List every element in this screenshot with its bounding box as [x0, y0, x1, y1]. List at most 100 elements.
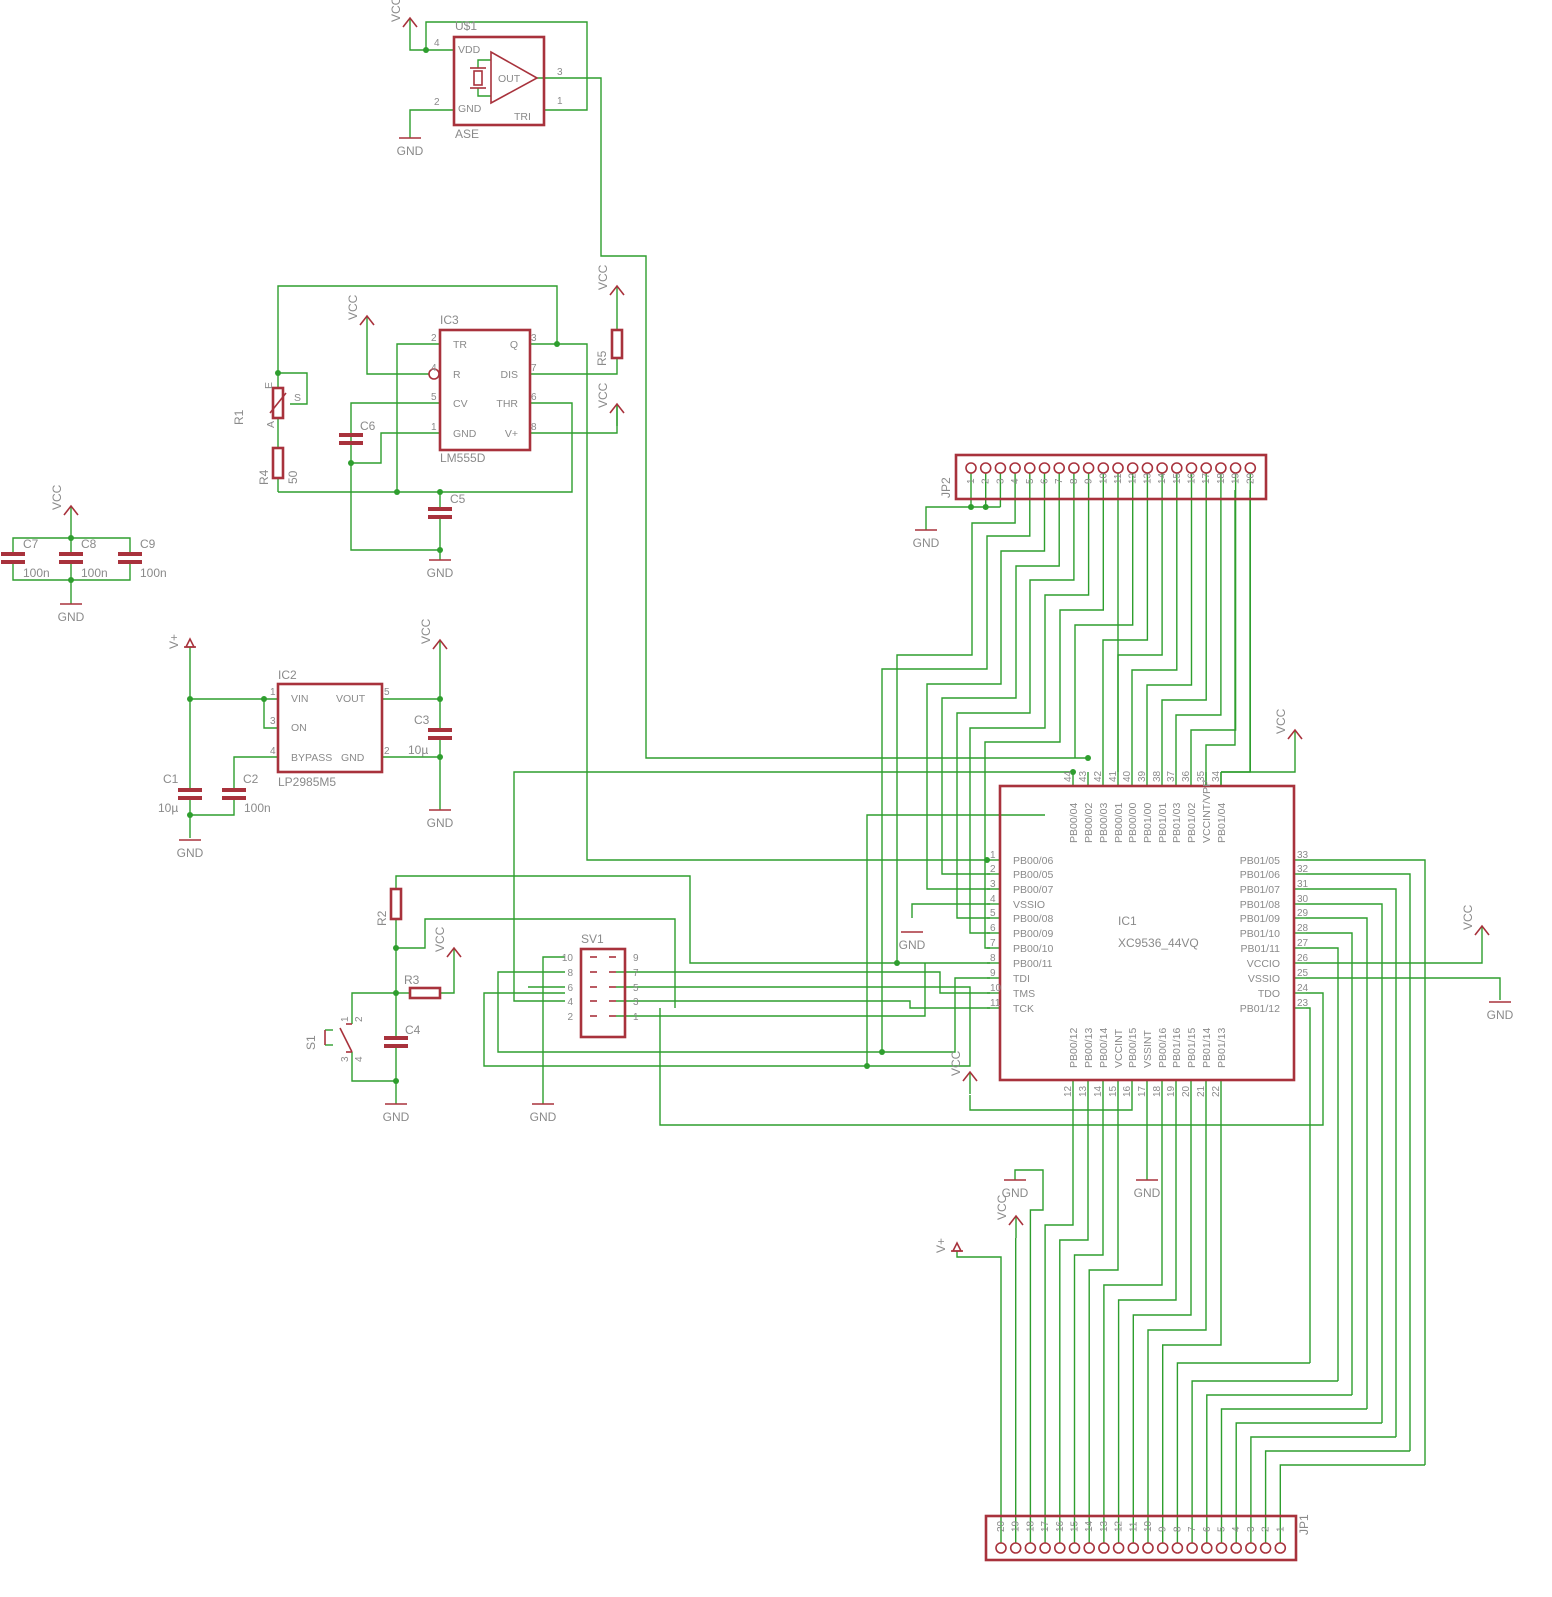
- pin-num: 23: [1297, 998, 1309, 1009]
- pin-num: 37: [1166, 770, 1177, 782]
- regulator-body: [276, 682, 384, 774]
- jp1-pin-num: 10: [1143, 1520, 1154, 1532]
- pot-a: A: [265, 421, 277, 428]
- cpld-pin-12: PB00/12: [1068, 1028, 1080, 1068]
- cpld-pin-8: PB00/11: [1013, 958, 1053, 970]
- jtag-name: SV1: [581, 932, 604, 946]
- wire: [1132, 1094, 1192, 1543]
- jp1-pin-num: 18: [1025, 1520, 1036, 1532]
- jp2-pin-num: 15: [1172, 472, 1183, 484]
- timer-pin-cv: CV: [453, 398, 468, 410]
- cpld-pin-25: VSSIO: [1248, 973, 1280, 985]
- cpld-pin-29: PB01/09: [1240, 913, 1280, 925]
- header-pin: [1053, 462, 1065, 474]
- pin-num: 26: [1297, 953, 1309, 964]
- pin-num: 13: [1078, 1085, 1089, 1097]
- header-jp1-body: [984, 1514, 1298, 1562]
- s1-name: S1: [304, 1035, 318, 1050]
- oscillator-value: ASE: [455, 127, 479, 141]
- wire: [1306, 903, 1383, 1423]
- vplus-label: V+: [167, 634, 181, 649]
- gnd-label: GND: [1002, 1186, 1029, 1200]
- pin-num: 17: [1137, 1085, 1148, 1097]
- pin-num: 10: [990, 983, 1002, 994]
- cpld-pin-28: PB01/10: [1240, 928, 1280, 940]
- reg-pin-on: ON: [291, 722, 307, 734]
- header-pin: [1171, 1542, 1184, 1554]
- pin-num: 24: [1297, 983, 1309, 994]
- wire: [956, 1251, 1002, 1543]
- capacitor-plate: [118, 552, 142, 556]
- jp2-pin-num: 9: [1084, 478, 1095, 484]
- capacitor-plate: [59, 552, 83, 556]
- capacitor-plate: [1, 560, 25, 564]
- wire: [1176, 1362, 1310, 1543]
- pin-num: 36: [1181, 770, 1192, 782]
- wire: [1073, 1094, 1104, 1543]
- vcc-label: VCC: [389, 0, 403, 22]
- cpld-pin-19: PB01/16: [1171, 1028, 1183, 1068]
- jp2-pin-num: 8: [1069, 478, 1080, 484]
- jp2-pin-num: 2: [981, 478, 992, 484]
- header-pin: [1112, 462, 1124, 474]
- capacitor-plate: [222, 788, 246, 792]
- pin-num: 2: [431, 333, 437, 344]
- parts: [1, 16, 1511, 1562]
- reset-inversion-bubble: [428, 368, 440, 380]
- vcc-label: VCC: [433, 926, 447, 952]
- pin-num: 3: [990, 879, 996, 890]
- wire: [926, 473, 1046, 890]
- jtag-pin-num: 6: [567, 983, 573, 994]
- s1-pin: 1: [340, 1016, 351, 1022]
- wire: [483, 986, 971, 1067]
- header-pin: [1024, 1542, 1037, 1554]
- wire: [616, 1000, 990, 1009]
- jp1-pin-num: 8: [1172, 1526, 1183, 1532]
- jtag-pin-num: 1: [633, 1012, 639, 1023]
- wire: [530, 343, 990, 861]
- header-pin: [1201, 1542, 1213, 1554]
- cpld-pin-2: PB00/05: [1013, 869, 1053, 881]
- capacitor-plate: [428, 507, 452, 511]
- wire: [925, 506, 1001, 530]
- wire: [233, 756, 278, 790]
- capacitor-plate: [178, 788, 202, 792]
- reg-pin-vin: VIN: [291, 693, 309, 705]
- junction-dot: [68, 577, 74, 583]
- timer-555-body: [438, 328, 532, 452]
- jp1-name: JP1: [1297, 1514, 1311, 1535]
- gnd-label: GND: [383, 1110, 410, 1124]
- cpld-pin-16: PB00/15: [1127, 1028, 1139, 1068]
- jp2-pin-num: 18: [1216, 472, 1227, 484]
- capacitor-plate: [118, 560, 142, 564]
- header-pin: [1082, 462, 1095, 474]
- header-pin: [1098, 1542, 1110, 1554]
- wire: [1117, 1094, 1177, 1543]
- header-pin: [1009, 462, 1021, 474]
- wire: [616, 971, 990, 994]
- wire: [1147, 1094, 1207, 1543]
- jp1-pin-num: 12: [1114, 1520, 1125, 1532]
- crystal-symbol: [473, 70, 483, 86]
- cpld-pin-37: PB01/03: [1171, 803, 1183, 843]
- r5-name: R5: [595, 350, 609, 366]
- potentiometer-r1: [271, 386, 285, 420]
- wire: [1102, 473, 1149, 772]
- gnd-label: GND: [1487, 1008, 1514, 1022]
- header-pin: [1156, 1542, 1169, 1554]
- wire: [969, 1094, 1133, 1111]
- cpld-pin-39: PB01/00: [1142, 803, 1154, 843]
- wire: [1306, 948, 1483, 964]
- r3-name: R3: [404, 973, 420, 987]
- r2-name: R2: [375, 910, 389, 926]
- cpld-pin-41: PB00/01: [1113, 803, 1125, 843]
- wire: [1306, 1007, 1311, 1363]
- pin-gnd: GND: [458, 103, 482, 115]
- jp2-pin-num: 7: [1054, 478, 1065, 484]
- cpld-pin-32: PB01/06: [1240, 869, 1280, 881]
- wire: [1074, 473, 1134, 758]
- pin-num: 20: [1181, 1085, 1192, 1097]
- pin-num: 5: [990, 908, 996, 919]
- wire: [190, 798, 235, 816]
- wire: [396, 343, 440, 492]
